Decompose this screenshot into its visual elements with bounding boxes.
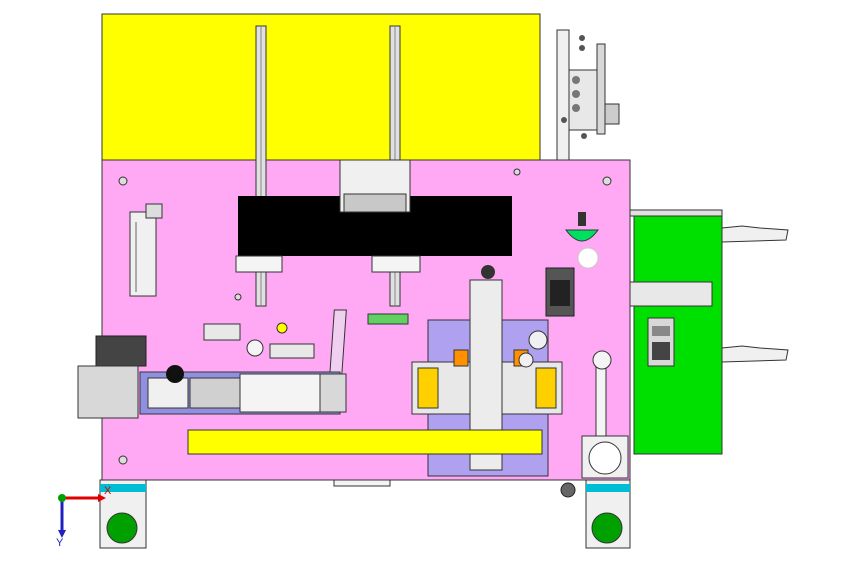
- axis-x-label: X: [104, 485, 112, 497]
- valve-bracket: [556, 29, 620, 161]
- yellow-bottom-bar: [187, 429, 543, 455]
- green-side-panel: [629, 209, 789, 455]
- left-cylinder: [129, 203, 163, 297]
- right-lever: [581, 350, 629, 479]
- small-knob: [560, 482, 576, 498]
- axis-y-label: Y: [56, 537, 64, 549]
- start-button-icon[interactable]: [99, 479, 147, 549]
- rod-brackets: [235, 255, 421, 273]
- left-actuator: [77, 322, 347, 419]
- axis-triad-icon: X Y: [56, 485, 112, 549]
- green-dome-lamp-icon: [565, 212, 599, 269]
- yellow-back-panel: [101, 13, 541, 161]
- stop-button-icon[interactable]: [585, 479, 631, 549]
